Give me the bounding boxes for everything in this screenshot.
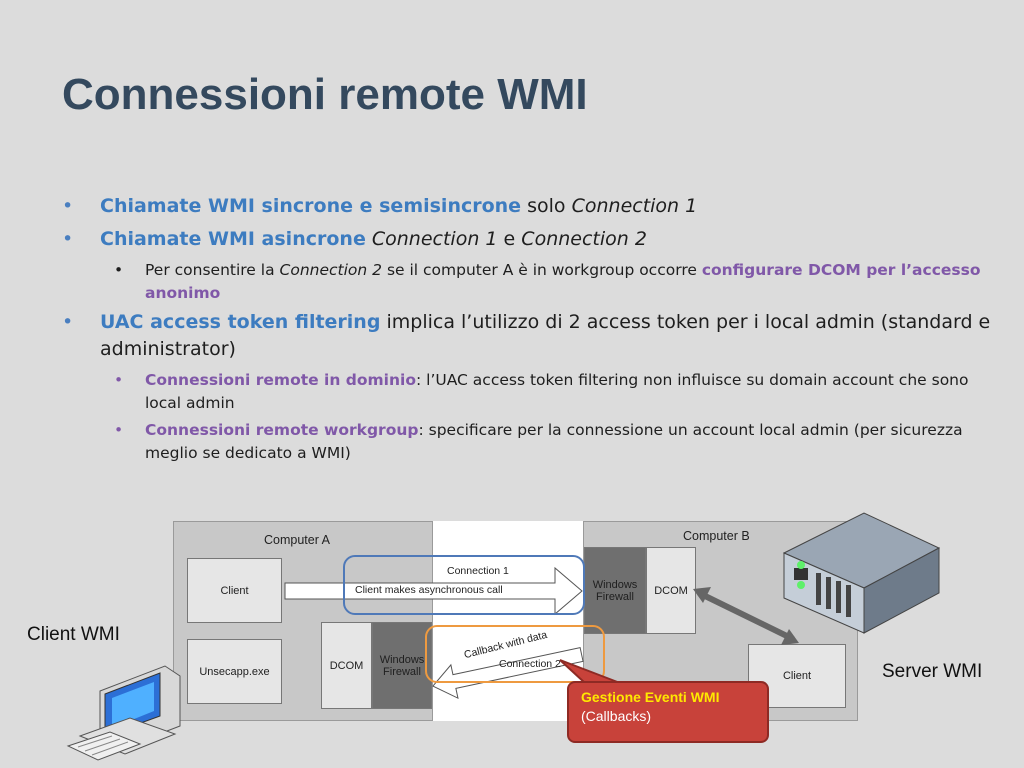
bullet-text: e (497, 228, 522, 250)
client-b-box: Client (748, 644, 846, 708)
bullet-text: implica l’utilizzo di 2 access token per… (100, 311, 991, 360)
computer-icon (66, 665, 181, 761)
client-wmi-label: Client WMI (27, 624, 120, 645)
computer-b-label: Computer B (683, 529, 750, 543)
bullet-text: solo (521, 195, 572, 217)
bullet-highlight: Connessioni remote in dominio (145, 371, 416, 389)
bullet-dot: • (114, 421, 124, 439)
bullet-dot: • (114, 371, 124, 389)
bullet-highlight: Chiamate WMI asincrone (100, 228, 366, 250)
computer-a-panel: Computer A Client Unsecapp.exe DCOM Wind… (173, 521, 433, 721)
subbullet-dcom-anon: • Per consentire la Connection 2 se il c… (62, 259, 992, 305)
bullet-async-calls: • Chiamate WMI asincrone Connection 1 e … (62, 226, 992, 253)
bullet-sync-calls: • Chiamate WMI sincrone e semisincrone s… (62, 193, 992, 220)
callout-title: Gestione Eventi WMI (581, 689, 720, 705)
dcom-a-box: DCOM (321, 622, 372, 709)
async-call-arrow (284, 566, 583, 616)
bullet-list: • Chiamate WMI sincrone e semisincrone s… (62, 193, 992, 469)
link-arrowhead-left (693, 587, 711, 603)
bullet-highlight: UAC access token filtering (100, 311, 381, 333)
client-a-box: Client (187, 558, 282, 623)
connection1-highlight (343, 555, 585, 615)
subbullet-domain: • Connessioni remote in dominio: l’UAC a… (62, 369, 992, 415)
bullet-highlight: configurare DCOM per l’accesso anonimo (145, 261, 981, 302)
link-arrowhead-right (781, 629, 799, 645)
async-call-label: Client makes asynchronous call (355, 584, 503, 596)
bullet-dot: • (62, 195, 74, 217)
unsecapp-box: Unsecapp.exe (187, 639, 282, 704)
computer-a-label: Computer A (264, 533, 331, 547)
bullet-highlight: Chiamate WMI sincrone e semisincrone (100, 195, 522, 217)
bullet-text: se il computer A è in workgroup occorre (382, 261, 702, 279)
bullet-text: Per consentire la (145, 261, 280, 279)
connection2-highlight (425, 625, 605, 683)
server-wmi-label: Server WMI (882, 661, 983, 682)
bullet-dot: • (114, 261, 124, 279)
bullet-dot: • (62, 228, 74, 250)
firewall-a-box: Windows Firewall (372, 622, 432, 709)
bullet-uac-filtering: • UAC access token filtering implica l’u… (62, 309, 992, 363)
connection1-label: Connection 1 (447, 565, 509, 577)
slide-title: Connessioni remote WMI (62, 70, 588, 119)
connection2-label: Connection 2 (499, 658, 561, 670)
callback-arrow (432, 647, 584, 700)
wmi-connection-diagram: Computer A Client Unsecapp.exe DCOM Wind… (173, 521, 858, 721)
bullet-dot: • (62, 311, 74, 333)
bullet-italic: Connection 1 (571, 195, 698, 217)
bullet-italic: Connection 1 (371, 228, 498, 250)
bullet-text: : l’UAC access token filtering non influ… (145, 371, 969, 412)
callback-callout: Gestione Eventi WMI (Callbacks) (567, 681, 769, 743)
callout-subtitle: (Callbacks) (581, 708, 652, 724)
bullet-highlight: Connessioni remote workgroup (145, 421, 419, 439)
bullet-text: : specificare per la connessione un acco… (145, 421, 963, 462)
subbullet-workgroup: • Connessioni remote workgroup: specific… (62, 419, 992, 465)
dcom-client-link (697, 590, 795, 642)
bullet-italic: Connection 2 (279, 261, 383, 279)
bullet-italic: Connection 2 (521, 228, 647, 250)
arrows-layer (284, 566, 799, 700)
server-icon (782, 512, 941, 634)
